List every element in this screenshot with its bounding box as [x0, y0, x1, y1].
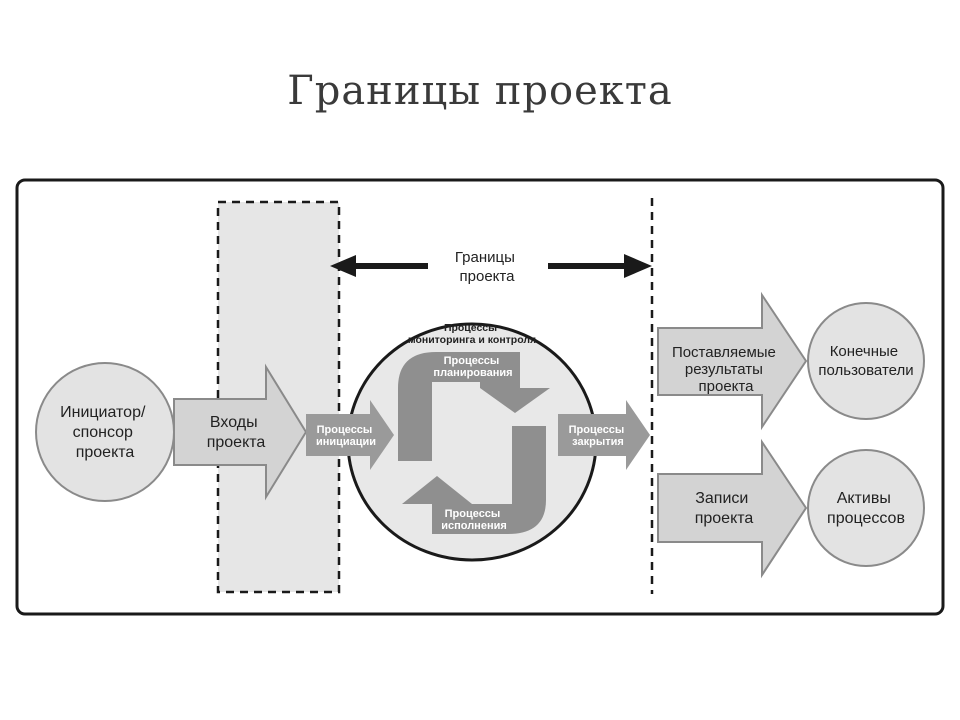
inputs-arrow: [173, 363, 308, 501]
closing-label: Процессы закрытия: [569, 424, 628, 448]
slide-title: Границы проекта: [287, 68, 673, 114]
end-users-label: Конечные пользователи: [818, 343, 913, 379]
records-line-1: Записи: [695, 490, 748, 507]
deliverables-arrow: [657, 291, 808, 431]
end-users-circle: [807, 302, 925, 420]
deliverables-line-2: результаты: [685, 361, 763, 378]
initiator-line-3: проекта: [76, 444, 135, 461]
initiation-line-1: Процессы: [317, 424, 373, 436]
execution-line-2: исполнения: [441, 520, 507, 532]
boundary-arrow-left: [330, 255, 428, 277]
records-arrow: [657, 438, 808, 579]
initiator-line-2: спонсор: [73, 424, 133, 441]
planning-cycle-arrow: [398, 352, 550, 461]
boundary-label: Границы проекта: [455, 249, 519, 285]
execution-label: Процессы исполнения: [441, 508, 507, 532]
initiation-label: Процессы инициации: [316, 424, 376, 448]
closing-line-1: Процессы: [569, 424, 625, 436]
monitoring-line-2: мониторинга и контроля: [408, 334, 536, 346]
boundary-label-line-1: Границы: [455, 249, 515, 266]
records-label: Записи проекта: [695, 490, 754, 527]
inputs-line-1: Входы: [210, 414, 258, 431]
initiation-line-2: инициации: [316, 436, 376, 448]
planning-line-2: планирования: [433, 367, 512, 379]
end-users-line-1: Конечные: [830, 343, 898, 360]
initiator-label: Инициатор/ спонсор проекта: [60, 404, 150, 461]
deliverables-line-3: проекта: [699, 378, 755, 395]
boundary-label-line-2: проекта: [460, 268, 516, 285]
deliverables-label: Поставляемые результаты проекта: [672, 344, 780, 395]
planning-label: Процессы планирования: [433, 355, 512, 379]
closing-arrow: [558, 400, 650, 470]
assets-line-1: Активы: [837, 490, 891, 507]
monitoring-line-1: Процессы: [444, 322, 497, 334]
assets-label: Активы процессов: [827, 490, 905, 527]
execution-cycle-arrow: [402, 426, 546, 534]
closing-line-2: закрытия: [572, 436, 624, 448]
records-line-2: проекта: [695, 510, 754, 527]
boundary-arrow-right: [548, 254, 652, 278]
deliverables-line-1: Поставляемые: [672, 344, 776, 361]
initiator-line-1: Инициатор/: [60, 404, 146, 421]
monitoring-label: Процессы мониторинга и контроля: [408, 322, 536, 346]
inputs-line-2: проекта: [207, 434, 266, 451]
initiation-arrow: [306, 400, 394, 470]
execution-line-1: Процессы: [445, 508, 501, 520]
inputs-label: Входы проекта: [207, 414, 266, 451]
assets-circle: [807, 449, 925, 567]
end-users-line-2: пользователи: [818, 362, 913, 379]
assets-line-2: процессов: [827, 510, 905, 527]
planning-line-1: Процессы: [444, 355, 500, 367]
